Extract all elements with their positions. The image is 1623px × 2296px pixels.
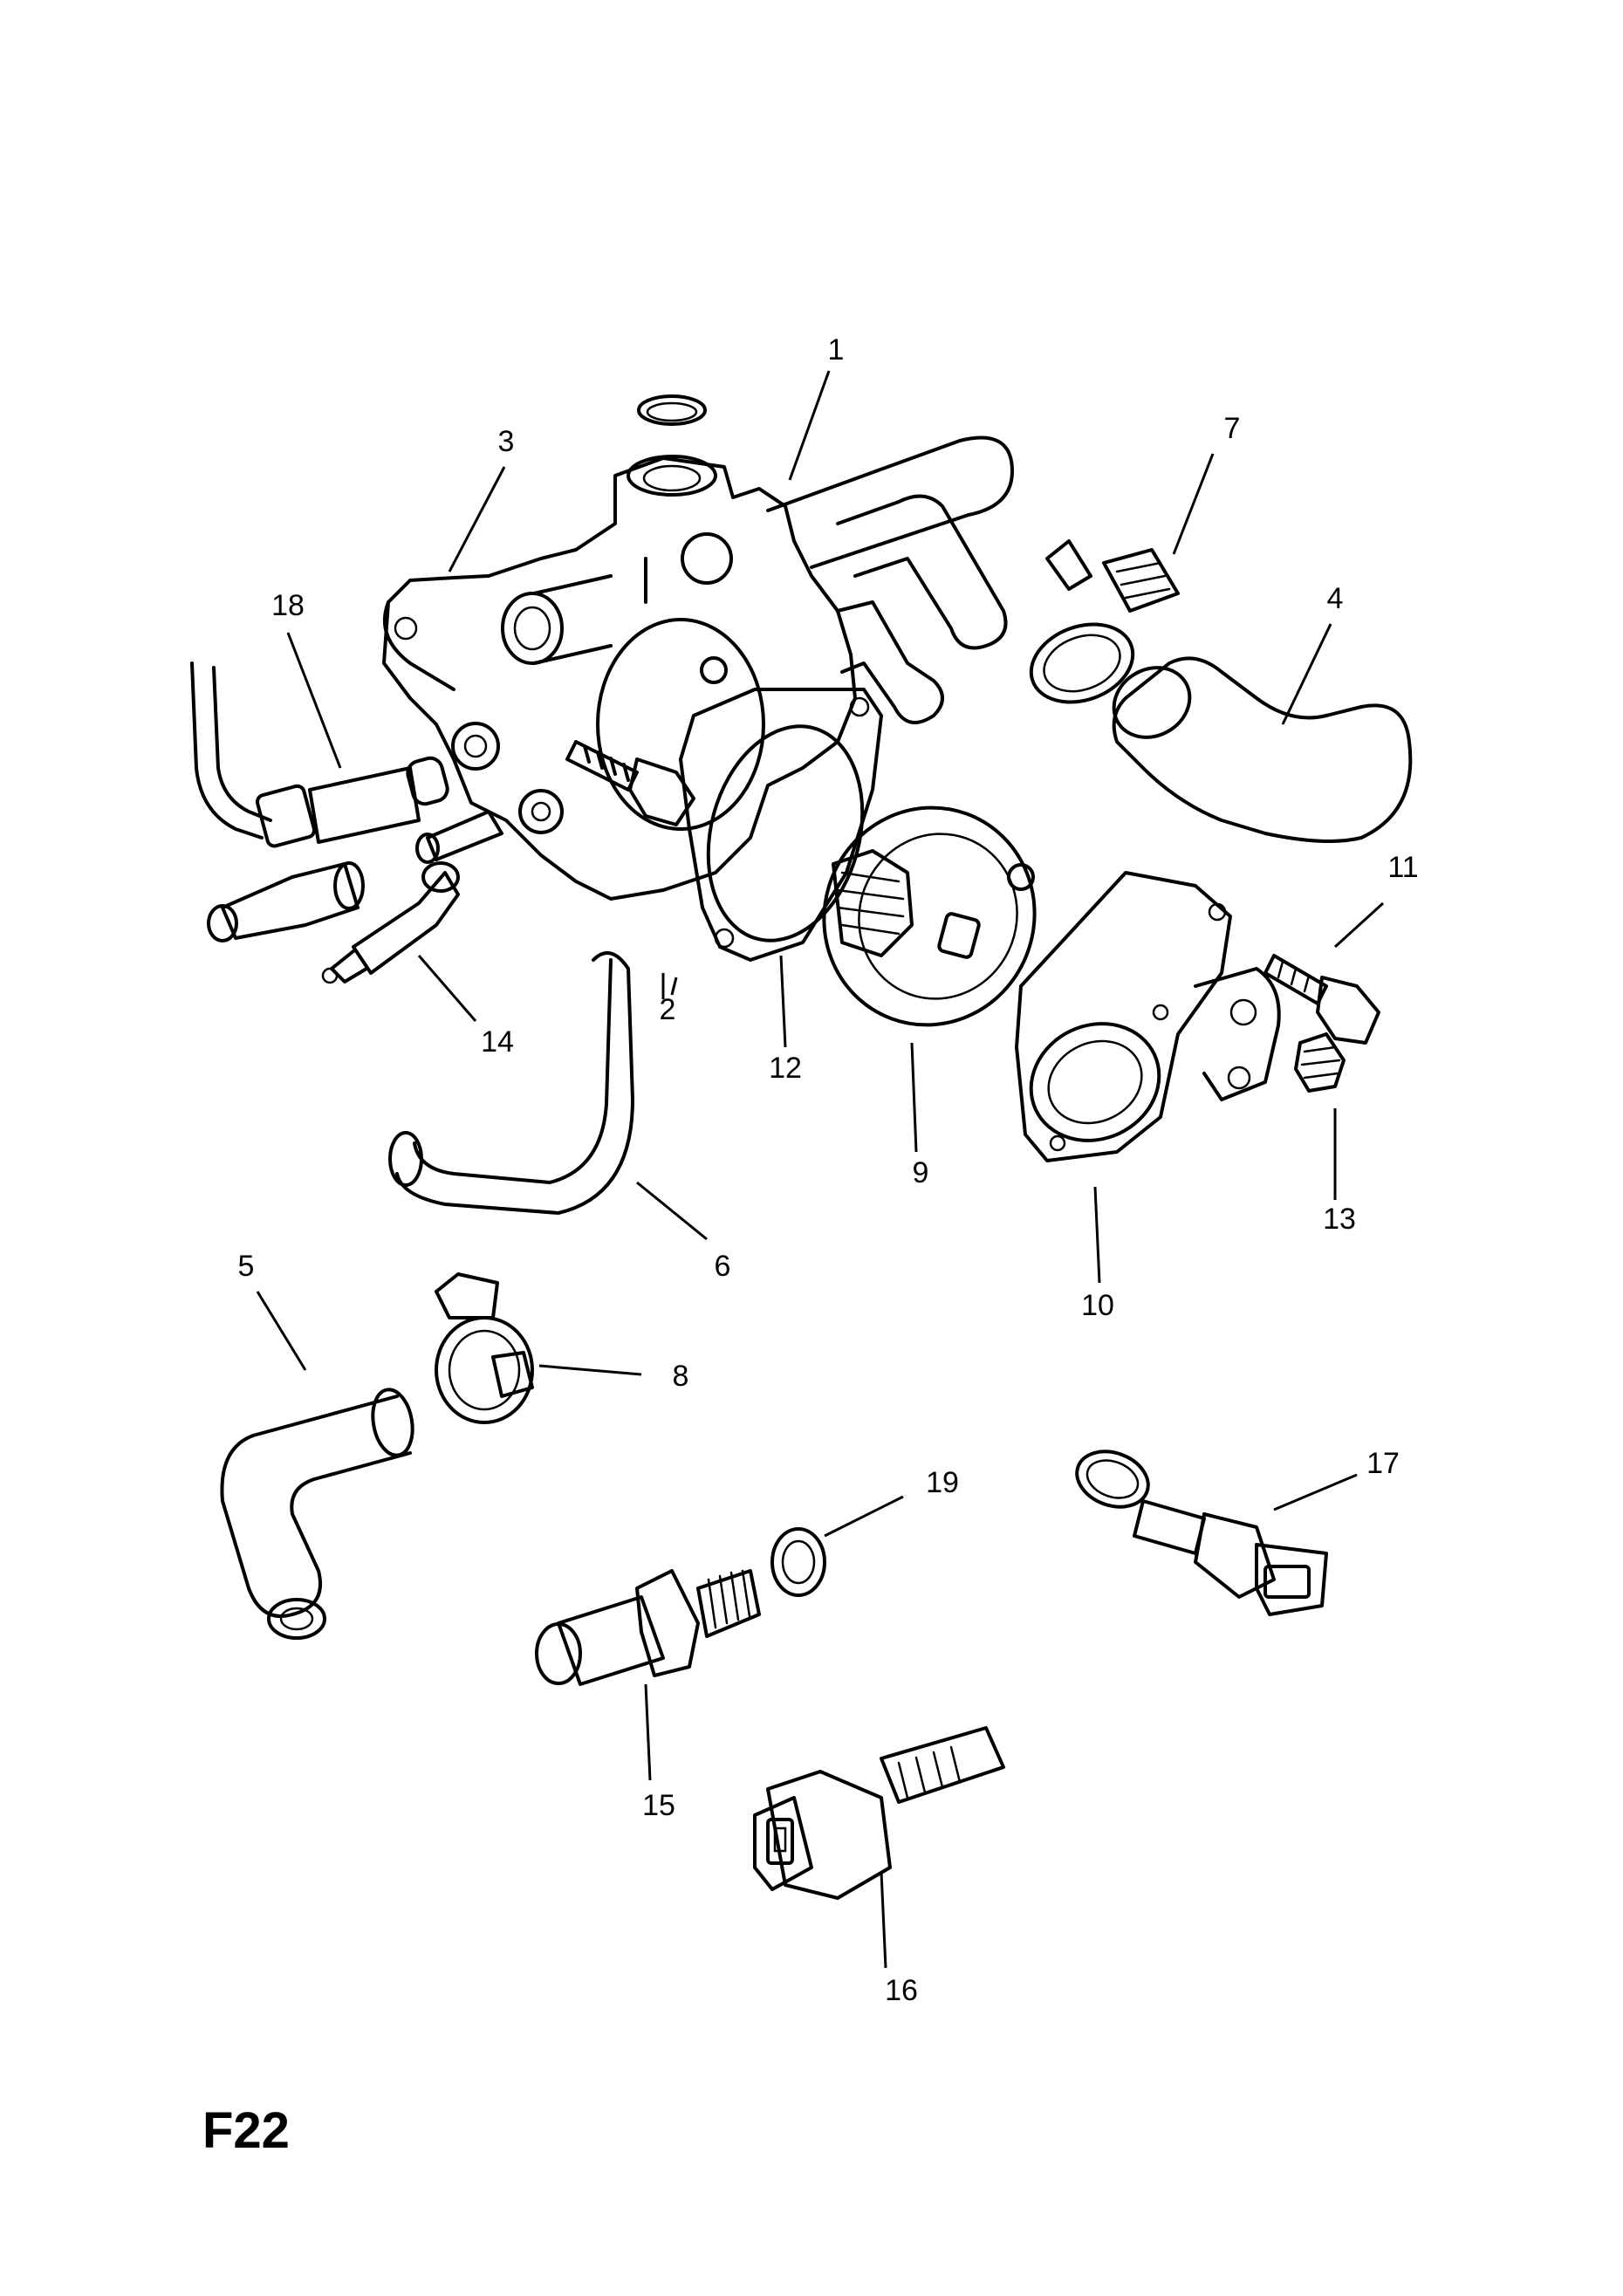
callout-11: 11 bbox=[1387, 851, 1418, 884]
gasket-12 bbox=[679, 688, 883, 962]
callout-6: 6 bbox=[715, 1250, 731, 1283]
callout-16: 16 bbox=[885, 1974, 918, 2007]
callout-17: 17 bbox=[1366, 1447, 1400, 1480]
callout-2: 2 bbox=[660, 993, 676, 1026]
callout-4: 4 bbox=[1327, 582, 1344, 615]
leader-lines bbox=[256, 370, 1385, 1969]
thermostat-cover-10 bbox=[1015, 871, 1281, 1162]
hose-clip-8 bbox=[435, 1272, 534, 1424]
plug-13 bbox=[1294, 1032, 1346, 1093]
callout-15: 15 bbox=[642, 1789, 675, 1822]
callout-3: 3 bbox=[498, 425, 515, 458]
callout-labels: 1 2 3 4 5 6 7 8 9 10 11 12 13 14 15 16 1… bbox=[238, 333, 1419, 2007]
temperature-sensor-14 bbox=[321, 861, 460, 984]
hose-clip-7 bbox=[1029, 539, 1180, 704]
callout-8: 8 bbox=[673, 1360, 689, 1393]
callout-12: 12 bbox=[769, 1052, 802, 1085]
callout-14: 14 bbox=[481, 1025, 514, 1059]
bolt-11 bbox=[1263, 954, 1380, 1045]
callout-1: 1 bbox=[828, 333, 845, 367]
hose-4 bbox=[1112, 656, 1413, 843]
bolt-2 bbox=[565, 740, 695, 826]
temperature-sensor-15 bbox=[535, 1569, 761, 1686]
callout-19: 19 bbox=[926, 1466, 959, 1499]
figure-reference: F22 bbox=[202, 2102, 290, 2159]
callout-10: 10 bbox=[1081, 1289, 1114, 1322]
hose-5 bbox=[220, 1388, 414, 1640]
thermostat-housing-assembly bbox=[382, 394, 1014, 901]
hose-6 bbox=[388, 951, 634, 1215]
thermostat-9 bbox=[822, 805, 1037, 1027]
hose-adapter-nipple bbox=[207, 861, 365, 942]
callout-5: 5 bbox=[238, 1250, 255, 1283]
temperature-sensor-16 bbox=[753, 1726, 1005, 1900]
outlet-nipple bbox=[415, 810, 503, 864]
callout-9: 9 bbox=[913, 1156, 929, 1189]
callout-13: 13 bbox=[1323, 1203, 1356, 1236]
temperature-sensor-17 bbox=[1075, 1450, 1328, 1616]
temperature-sender-with-wires bbox=[190, 661, 449, 848]
sealing-ring-19 bbox=[770, 1527, 826, 1597]
callout-18: 18 bbox=[271, 589, 305, 622]
callout-7: 7 bbox=[1224, 412, 1241, 445]
